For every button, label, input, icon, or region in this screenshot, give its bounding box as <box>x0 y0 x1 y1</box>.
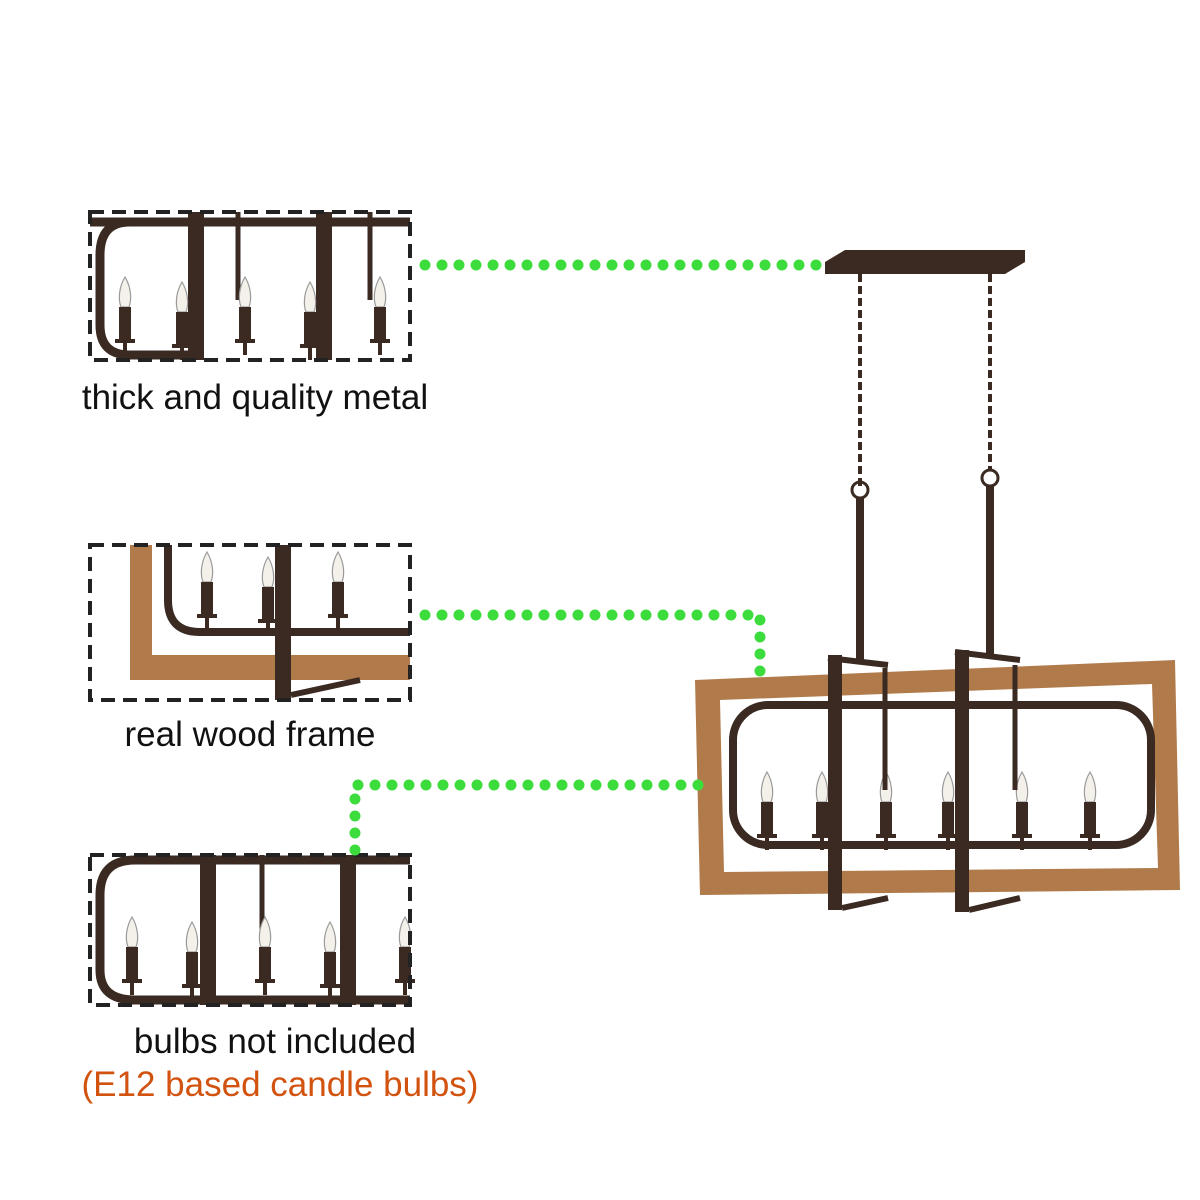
chandelier-main <box>695 250 1180 913</box>
metal-frame-detail-inset <box>88 210 412 362</box>
feature-note-bulb-type: (E12 based candle bulbs) <box>81 1065 479 1104</box>
candle-socket-detail-inset <box>88 853 416 1007</box>
wood-frame-detail-inset <box>88 543 412 702</box>
feature-label-bulbs: bulbs not included <box>133 1022 417 1061</box>
dotted-connectors <box>349 259 836 856</box>
connector-bulbs <box>349 779 706 856</box>
feature-label-metal: thick and quality metal <box>81 378 429 417</box>
connector-wood <box>419 609 766 691</box>
feature-label-wood: real wood frame <box>124 715 376 754</box>
